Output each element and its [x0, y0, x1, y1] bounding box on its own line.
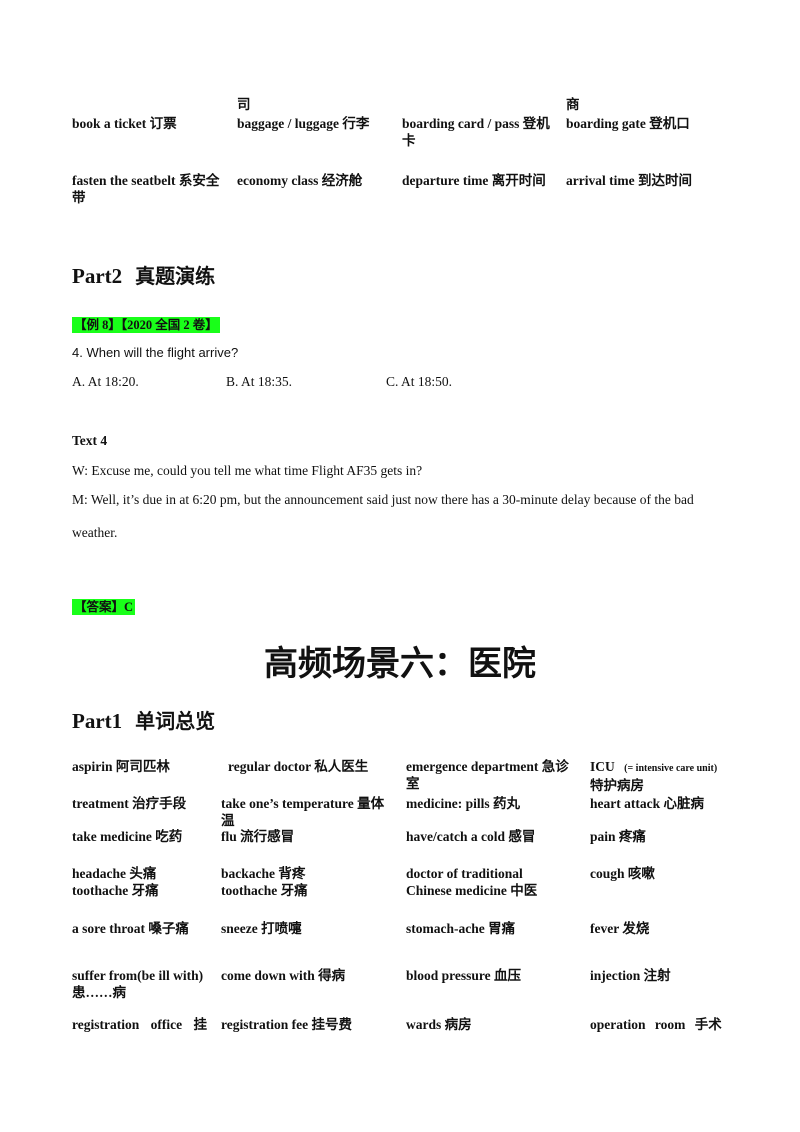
part2-heading: Part2 真题演练: [72, 260, 215, 289]
vocab-headache-toothache: headache 头痛 toothache 牙痛: [72, 865, 212, 899]
option-b: B. At 18:35.: [226, 374, 293, 389]
part1-heading-zh: 单词总览: [135, 709, 216, 733]
text-label: Text 4: [72, 433, 108, 448]
vocab-icu-zh: 特护病房: [590, 778, 644, 793]
vocab-backache-toothache: backache 背疼 toothache 牙痛: [221, 865, 391, 899]
vocab-registration-fee: registration fee 挂号费: [221, 1017, 352, 1032]
part2-heading-en: Part2: [72, 264, 123, 288]
dialogue-line-3: weather.: [72, 525, 118, 540]
vocab-catch-cold: have/catch a cold 感冒: [406, 829, 536, 844]
vocab-suffer-from: suffer from(be ill with) 患……病: [72, 968, 204, 1000]
section-title: 高频场景六：医院: [264, 644, 536, 684]
dialogue-line-2: M: Well, it’s due in at 6:20 pm, but the…: [72, 492, 694, 507]
vocab-operation-room: operation room 手术: [590, 1017, 722, 1032]
example-tag-highlight: 【例 8】【2020 全国 2 卷】: [72, 317, 220, 333]
vocab-boarding-gate: boarding gate 登机口: [566, 116, 690, 131]
vocab-registration-office: registration office 挂: [72, 1017, 207, 1032]
vocab-chinese-medicine-line1: doctor of traditional: [406, 866, 523, 881]
vocab-arrival-time: arrival time 到达时间: [566, 173, 692, 188]
answer: 【答案】C: [72, 596, 136, 616]
part1-heading: Part1 单词总览: [72, 705, 215, 734]
vocab-aspirin: aspirin 阿司匹林: [72, 759, 170, 774]
vocab-come-down-with: come down with 得病: [221, 968, 346, 983]
vocab-regular-doctor: regular doctor 私人医生: [228, 759, 369, 774]
vocab-boarding-card: boarding card / pass 登机卡: [402, 116, 550, 148]
dialogue-line-1: W: Excuse me, could you tell me what tim…: [72, 463, 423, 478]
vocab-economy-class: economy class 经济舱: [237, 173, 363, 188]
vocab-blood-pressure: blood pressure 血压: [406, 968, 522, 983]
option-a: A. At 18:20.: [72, 374, 139, 389]
part1-heading-en: Part1: [72, 709, 123, 733]
vocab-toothache-1: toothache 牙痛: [72, 883, 159, 898]
vocab-icu: ICU (= intensive care unit) 特护病房: [590, 758, 730, 794]
vocab-fever: fever 发烧: [590, 921, 650, 936]
vocab-icu-abbr: ICU: [590, 759, 615, 774]
vocab-fragment-si: 司: [237, 97, 251, 112]
vocab-cough: cough 咳嗽: [590, 866, 655, 881]
vocab-fasten-seatbelt: fasten the seatbelt 系安全带: [72, 173, 220, 205]
vocab-chinese-medicine-line2: Chinese medicine 中医: [406, 883, 538, 898]
vocab-departure-time: departure time 离开时间: [402, 173, 546, 188]
vocab-take-medicine: take medicine 吃药: [72, 829, 183, 844]
vocab-chinese-medicine: doctor of traditional Chinese medicine 中…: [406, 865, 576, 899]
vocab-fragment-shang: 商: [566, 97, 580, 112]
part2-heading-zh: 真题演练: [135, 264, 216, 288]
vocab-sore-throat: a sore throat 嗓子痛: [72, 921, 189, 936]
vocab-book-ticket: book a ticket 订票: [72, 116, 177, 131]
vocab-heart-attack: heart attack 心脏病: [590, 796, 704, 811]
vocab-take-temperature: take one’s temperature 量体温: [221, 796, 385, 828]
vocab-emergence-department: emergence department 急诊室: [406, 759, 569, 791]
vocab-pain: pain 疼痛: [590, 829, 646, 844]
vocab-flu: flu 流行感冒: [221, 829, 295, 844]
answer-highlight: 【答案】C: [72, 599, 136, 615]
vocab-stomach-ache: stomach-ache 胃痛: [406, 921, 516, 936]
vocab-baggage: baggage / luggage 行李: [237, 116, 370, 131]
vocab-backache: backache 背疼: [221, 866, 306, 881]
vocab-toothache-2: toothache 牙痛: [221, 883, 308, 898]
question: 4. When will the flight arrive?: [72, 345, 239, 360]
vocab-treatment: treatment 治疗手段: [72, 796, 187, 811]
vocab-icu-full: (= intensive care unit): [624, 763, 718, 774]
example-tag: 【例 8】【2020 全国 2 卷】: [72, 314, 220, 334]
vocab-injection: injection 注射: [590, 968, 671, 983]
option-c: C. At 18:50.: [386, 374, 453, 389]
vocab-medicine-pills: medicine: pills 药丸: [406, 796, 520, 811]
vocab-headache: headache 头痛: [72, 866, 157, 881]
vocab-wards: wards 病房: [406, 1017, 472, 1032]
vocab-sneeze: sneeze 打喷嚏: [221, 921, 302, 936]
